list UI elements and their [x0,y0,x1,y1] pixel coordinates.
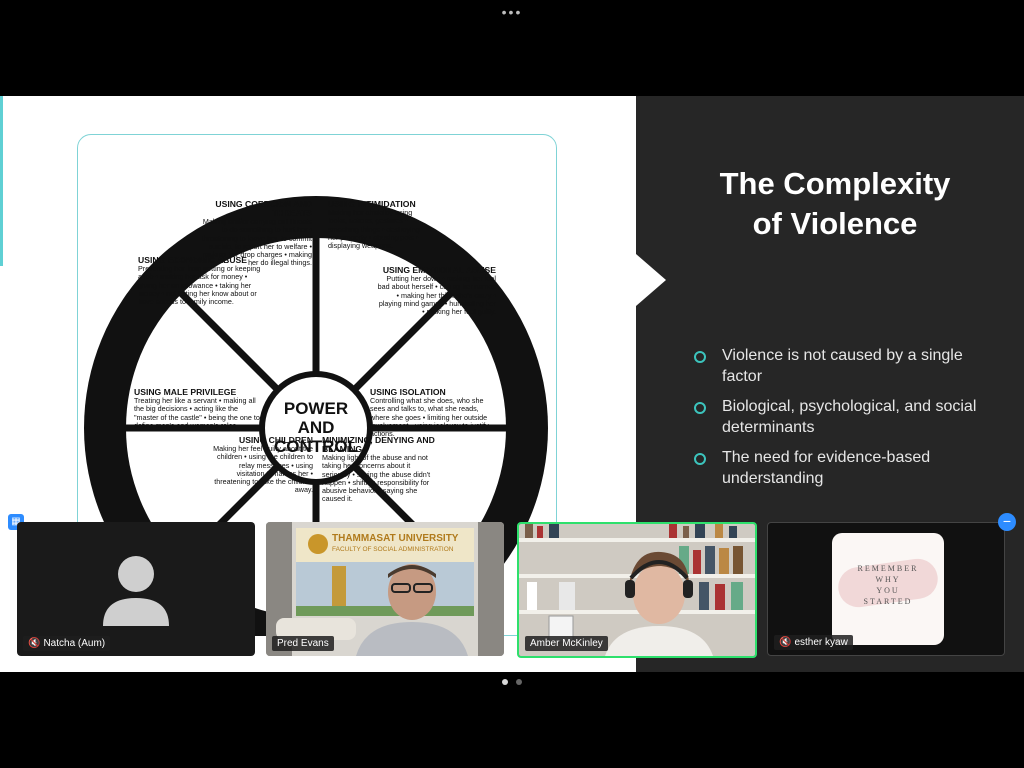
slide-bullet-list: Violence is not caused by a single facto… [694,346,994,499]
section-isolation: USING ISOLATION Controlling what she doe… [370,388,498,438]
section-children-body: Making her feel guilty about the childre… [213,444,313,495]
bullet-item: The need for evidence-based understandin… [694,448,994,489]
section-intimidation-body: Making her afraid by using looks, action… [328,208,420,251]
bullet-circle-icon [694,402,706,414]
section-economic-body: Preventing her from getting or keeping a… [138,264,261,307]
profile-quote: REMEMBER WHY YOU STARTED [857,564,919,606]
section-minimizing-body: Making light of the abuse and not taking… [322,453,431,504]
section-isolation-title: USING ISOLATION [370,387,446,397]
meeting-options-icon[interactable]: ••• [501,4,523,20]
university-seal-icon [308,534,328,554]
section-emotional-title: USING EMOTIONAL ABUSE [382,265,496,275]
section-minimizing: MINIMIZING, DENYING AND BLAMING Making l… [322,436,440,504]
slide-title-line-1: The Complexity [719,166,951,201]
section-economic-title: USING ECONOMIC ABUSE [138,255,248,265]
participant-name-tag: Pred Evans [272,636,334,651]
participant-video-amber [519,524,755,656]
slide-title: The Complexity of Violence [676,164,994,244]
section-coercion-body: Making and/or carrying out threats to do… [201,217,312,268]
participant-name-tag: 🔇esther kyaw [774,635,853,650]
section-children: USING CHILDREN Making her feel guilty ab… [210,436,313,495]
wheel-hub [259,371,373,485]
more-options-icon[interactable]: − [998,513,1016,531]
bullet-circle-icon [694,453,706,465]
rim-violence-label: VIOLENCE [256,136,377,166]
section-intimidation: USING INTIMIDATION Making her afraid by … [328,200,420,250]
center-label-power: POWER [284,399,348,418]
section-coercion: USING COERCION AND THREATS Making and/or… [200,200,312,268]
pager-dot-active[interactable] [502,679,508,685]
participant-tile-pred[interactable]: THAMMASAT UNIVERSITY FACULTY OF SOCIAL A… [266,522,504,656]
participant-video-pred: THAMMASAT UNIVERSITY FACULTY OF SOCIAL A… [266,522,504,656]
participant-tile-natcha[interactable]: 🔇Natcha (Aum) [17,522,255,656]
center-label-and: AND [298,418,335,437]
section-privilege: USING MALE PRIVILEGE Treating her like a… [134,388,262,430]
bullet-item: Violence is not caused by a single facto… [694,346,994,387]
participant-tile-amber[interactable]: Amber McKinley [517,522,757,658]
pager-dot[interactable] [516,679,522,685]
gallery-pager [0,672,1024,690]
mic-muted-icon: 🔇 [28,638,41,649]
bullet-circle-icon [694,351,706,363]
avatar-placeholder-icon [103,556,169,626]
section-intimidation-title: USING INTIMIDATION [328,199,416,209]
background-sign-text: THAMMASAT UNIVERSITY [332,533,459,544]
section-children-title: USING CHILDREN [238,435,313,445]
section-emotional-body: Putting her down • making her feel bad a… [377,274,496,317]
section-privilege-body: Treating her like a servant • making all… [134,396,260,430]
participant-name-tag: Amber McKinley [525,636,608,651]
participant-name-tag: 🔇Natcha (Aum) [23,636,111,651]
section-coercion-title: USING COERCION AND THREATS [215,199,312,218]
bullet-item: Biological, psychological, and social de… [694,397,994,438]
section-economic: USING ECONOMIC ABUSE Preventing her from… [138,256,262,306]
participant-tile-esther[interactable]: REMEMBER WHY YOU STARTED 🔇esther kyaw [767,522,1005,656]
background-sign-subtext: FACULTY OF SOCIAL ADMINISTRATION [332,546,454,553]
slide-accent-edge [0,96,3,266]
slide-notch [636,254,666,306]
section-privilege-title: USING MALE PRIVILEGE [134,387,237,397]
section-minimizing-title: MINIMIZING, DENYING AND BLAMING [322,435,435,454]
mic-muted-icon: 🔇 [779,637,792,648]
section-emotional: USING EMOTIONAL ABUSE Putting her down •… [376,266,496,316]
svg-text:VIOLENCE: VIOLENCE [256,136,377,166]
slide-title-line-2: of Violence [752,206,918,241]
section-isolation-body: Controlling what she does, who she sees … [370,396,489,439]
center-label-control: CONTROL [274,437,358,456]
profile-picture: REMEMBER WHY YOU STARTED [832,533,944,645]
